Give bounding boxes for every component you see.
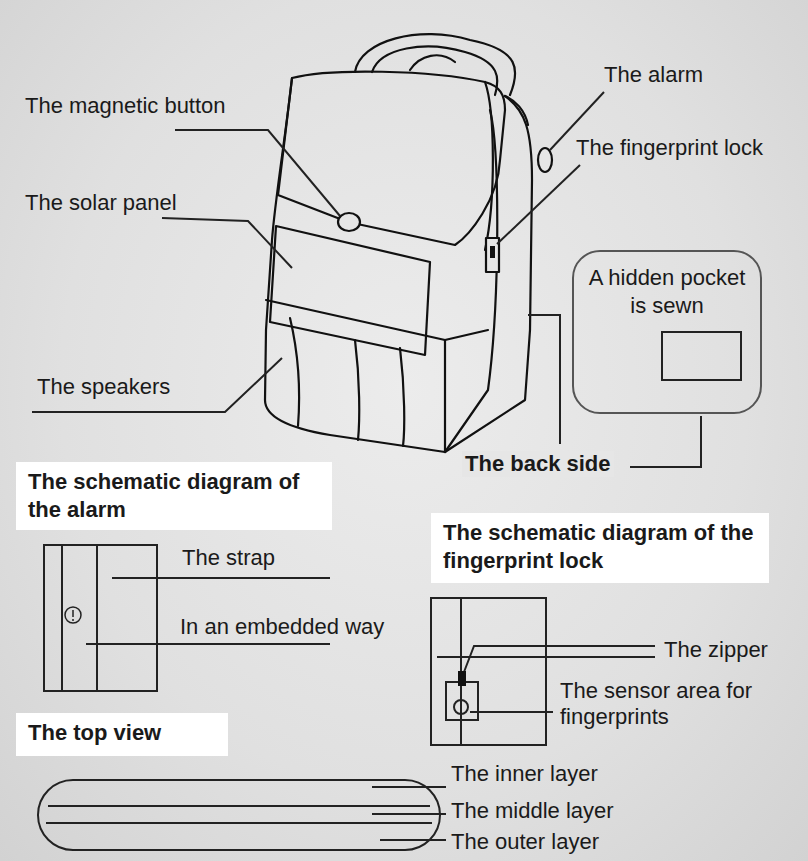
back-side-panel: A hidden pocket is sewn xyxy=(572,250,762,414)
leader-line xyxy=(372,813,446,815)
alarm xyxy=(538,148,552,172)
leader-line xyxy=(380,839,446,841)
part-label: The alarm xyxy=(604,62,703,88)
leader-line xyxy=(175,130,340,216)
strap xyxy=(410,55,455,70)
pocket-line xyxy=(355,340,359,440)
sensor-area xyxy=(446,682,478,720)
hidden-pocket xyxy=(662,332,741,380)
alarm-schematic xyxy=(44,545,157,691)
strap-edge xyxy=(61,545,63,691)
leader-line xyxy=(630,416,701,467)
layer-line xyxy=(48,805,430,807)
alarm-icon xyxy=(72,610,74,617)
part-label: The back side xyxy=(462,451,614,477)
zipper-pull xyxy=(458,671,466,686)
pocket-line xyxy=(266,300,488,340)
strap-edge xyxy=(96,545,98,691)
flap xyxy=(278,72,505,245)
leader-line xyxy=(372,786,446,788)
diagram-title: The schematic diagram of the fingerprint… xyxy=(443,519,757,575)
part-label: The speakers xyxy=(37,374,170,400)
panel-label: A hidden pocket is sewn xyxy=(580,264,754,320)
sensor-circle xyxy=(454,700,468,714)
layer-line xyxy=(46,822,432,824)
leader-line xyxy=(528,315,560,444)
title-band: The top view xyxy=(16,713,228,756)
title-band: The schematic diagram of the fingerprint… xyxy=(431,513,769,583)
flap-side xyxy=(485,82,493,250)
backpack-body xyxy=(265,78,532,452)
layer-label: The outer layer xyxy=(451,829,599,855)
side-panel xyxy=(505,96,528,125)
magnetic-button xyxy=(338,213,360,231)
pocket-line xyxy=(400,348,404,446)
diagram-title: The schematic diagram of the alarm xyxy=(28,468,320,524)
title-band: The schematic diagram of the alarm xyxy=(16,462,332,530)
layer-label: The middle layer xyxy=(451,798,614,824)
leader-line xyxy=(32,358,282,412)
part-label: The strap xyxy=(182,545,275,571)
strap xyxy=(355,34,515,95)
leader-line xyxy=(86,643,330,645)
pocket-line xyxy=(290,318,299,426)
part-label: The zipper xyxy=(664,637,768,663)
leader-line xyxy=(497,165,580,244)
alarm-icon xyxy=(65,607,81,623)
part-label: The fingerprint lock xyxy=(576,135,763,161)
layer-label: The inner layer xyxy=(451,761,598,787)
part-label: The magnetic button xyxy=(25,93,226,119)
part-label: The solar panel xyxy=(25,190,177,216)
side-edge xyxy=(445,110,497,452)
lock-zipper xyxy=(490,246,495,258)
pocket-line xyxy=(444,340,446,452)
leader-line xyxy=(162,218,292,268)
strap xyxy=(372,46,497,95)
leader-line xyxy=(112,577,330,579)
lock-schematic xyxy=(431,598,546,745)
diagram-title: The top view xyxy=(28,719,216,747)
part-label: In an embedded way xyxy=(180,614,384,640)
part-label: The sensor area for fingerprints xyxy=(560,678,796,730)
leader-line xyxy=(464,646,655,672)
leader-line xyxy=(470,711,553,713)
alarm-icon xyxy=(72,619,74,621)
